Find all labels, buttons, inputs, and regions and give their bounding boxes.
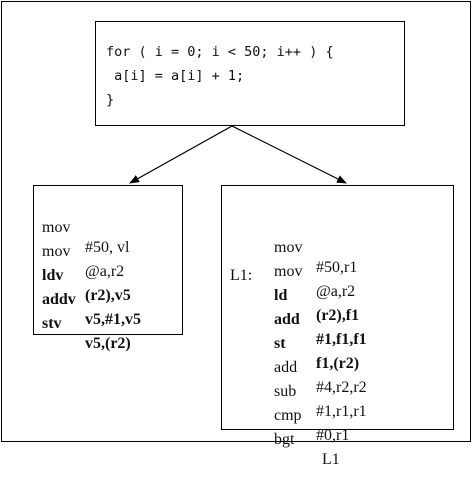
opcode: add bbox=[274, 311, 300, 328]
vector-instruction: stv v5,(r2) bbox=[42, 294, 177, 352]
scalar-instruction: mov @a,r2 bbox=[230, 222, 445, 300]
opcode: mov bbox=[42, 243, 71, 260]
scalar-instruction: st f1,(r2) bbox=[230, 294, 445, 372]
vector-instruction: ldv (r2),v5 bbox=[42, 246, 177, 304]
vector-instruction: mov @a,r2 bbox=[42, 222, 177, 280]
opcode: st bbox=[274, 335, 286, 352]
operands: v5,(r2) bbox=[85, 335, 131, 352]
vector-instruction: mov #50, vl bbox=[42, 198, 177, 256]
arrow-to-vector-code bbox=[129, 125, 233, 184]
opcode: ld bbox=[274, 287, 288, 304]
code-line-1: for ( i = 0; i < 50; i++ ) { bbox=[106, 44, 334, 60]
opcode: sub bbox=[274, 383, 297, 400]
operands: #50, vl bbox=[85, 239, 130, 256]
opcode: mov bbox=[42, 219, 71, 236]
opcode: stv bbox=[42, 315, 62, 332]
operands: v5,#1,v5 bbox=[85, 311, 141, 328]
scalar-instruction: add #1,f1,f1 bbox=[230, 270, 445, 348]
code-line-3: } bbox=[106, 92, 115, 108]
scalar-instruction: sub #1,r1,r1 bbox=[230, 342, 445, 420]
operands: (r2),v5 bbox=[85, 287, 131, 304]
opcode: ldv bbox=[42, 267, 64, 284]
operands: #4,r2,r2 bbox=[316, 379, 367, 396]
arrows-layer bbox=[129, 125, 347, 184]
operands: @a,r2 bbox=[316, 283, 356, 300]
scalar-instruction: mov #50,r1 bbox=[230, 198, 445, 276]
operands: #50,r1 bbox=[316, 259, 358, 276]
operands: f1,(r2) bbox=[316, 355, 360, 372]
operands: #1,f1,f1 bbox=[316, 331, 367, 348]
scalar-instruction: add #4,r2,r2 bbox=[230, 318, 445, 396]
scalar-instruction: L1: ld (r2),f1 bbox=[230, 246, 445, 324]
loop-label: L1: bbox=[230, 267, 253, 284]
vector-code-box: mov #50, vl mov @a,r2 ldv (r2),v5 addv v… bbox=[33, 185, 183, 352]
opcode: addv bbox=[42, 291, 76, 308]
source-code-box: for ( i = 0; i < 50; i++ ) { a[i] = a[i]… bbox=[95, 21, 405, 126]
scalar-code-box: mov #50,r1 mov @a,r2 L1: ld (r2),f1 add … bbox=[221, 185, 454, 468]
operands: L1 bbox=[322, 451, 340, 468]
arrow-to-scalar-code bbox=[231, 125, 347, 184]
opcode: mov bbox=[274, 263, 303, 280]
opcode: mov bbox=[274, 239, 303, 256]
scalar-instruction: cmp #0,r1 bbox=[230, 366, 445, 444]
operands: (r2),f1 bbox=[316, 307, 360, 324]
code-line-2: a[i] = a[i] + 1; bbox=[106, 68, 245, 84]
vector-instruction: addv v5,#1,v5 bbox=[42, 270, 177, 328]
operands: @a,r2 bbox=[85, 263, 125, 280]
operands: #1,r1,r1 bbox=[316, 403, 367, 420]
scalar-instruction: bgt L1 bbox=[230, 390, 445, 468]
opcode: bgt bbox=[274, 431, 295, 448]
opcode: cmp bbox=[274, 407, 302, 424]
operands: #0,r1 bbox=[316, 427, 350, 444]
opcode: add bbox=[274, 359, 298, 376]
